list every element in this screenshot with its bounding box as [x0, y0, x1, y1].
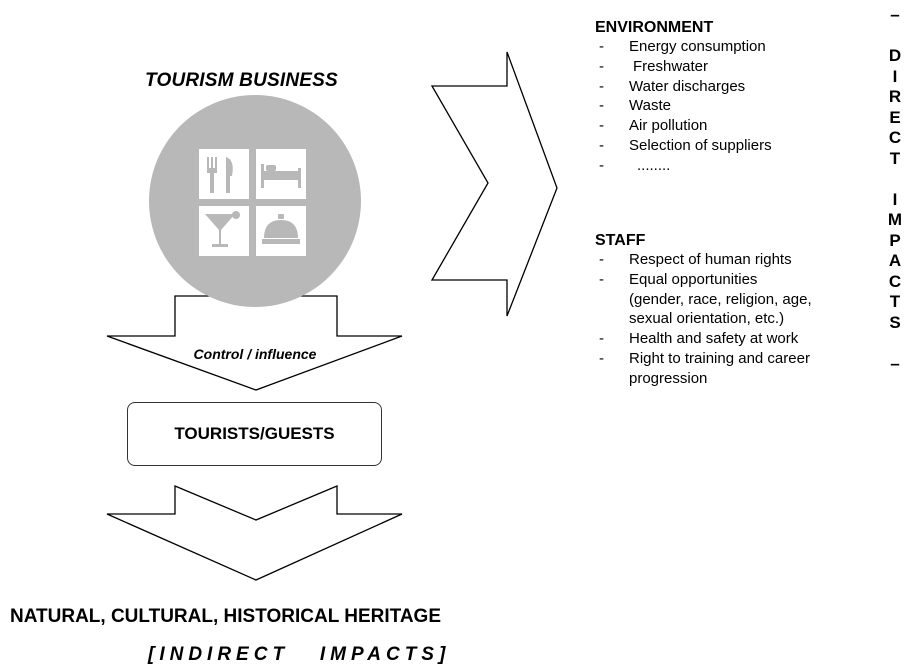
list-item: Air pollution: [595, 116, 772, 136]
list-item: Respect of human rights: [595, 250, 812, 270]
list-item: Water discharges: [595, 77, 772, 97]
indirect-impacts-label: [INDIRECT IMPACTS]: [148, 644, 451, 665]
bed-icon: [256, 149, 306, 199]
control-arrow: [106, 295, 403, 391]
list-item: ........: [595, 156, 772, 176]
staff-section: STAFF Respect of human rights Equal oppo…: [595, 232, 812, 389]
right-arrow: [430, 51, 558, 317]
control-influence-label: Control / influence: [193, 346, 317, 362]
list-item: Energy consumption: [595, 37, 772, 57]
list-item: Equal opportunities (gender, race, relig…: [595, 270, 812, 329]
direct-impacts-vertical-label: – D I R E C T I M P A C T S –: [887, 5, 903, 373]
tourists-guests-box: TOURISTS/GUESTS: [127, 402, 382, 466]
list-item: Waste: [595, 96, 772, 116]
heritage-label: NATURAL, CULTURAL, HISTORICAL HERITAGE: [10, 606, 441, 627]
service-bell-icon: [256, 206, 306, 256]
cutlery-icon: [199, 149, 249, 199]
heritage-arrow: [106, 485, 403, 581]
tourists-guests-label: TOURISTS/GUESTS: [174, 424, 335, 443]
list-item: Freshwater: [595, 57, 772, 77]
environment-title: ENVIRONMENT: [595, 19, 714, 36]
staff-title: STAFF: [595, 232, 646, 249]
environment-list: Energy consumption Freshwater Water disc…: [595, 37, 772, 176]
diagram-title: TOURISM BUSINESS: [145, 70, 338, 91]
list-item: Health and safety at work: [595, 329, 812, 349]
business-circle: [149, 95, 361, 307]
list-item: Selection of suppliers: [595, 136, 772, 156]
cocktail-icon: [199, 206, 249, 256]
staff-list: Respect of human rights Equal opportunit…: [595, 250, 812, 389]
environment-section: ENVIRONMENT Energy consumption Freshwate…: [595, 19, 772, 176]
list-item: Right to training and career progression: [595, 349, 812, 389]
